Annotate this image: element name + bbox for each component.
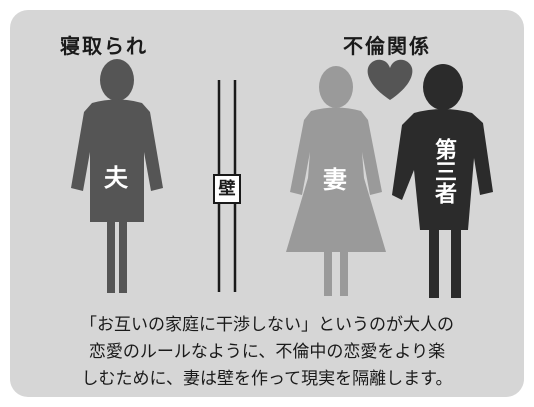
caption: 「お互いの家庭に干渉しない」というのが大人の 恋愛のルールなように、不倫中の恋愛… [0,312,534,393]
husband-label: 夫 [104,164,128,192]
heading-affair: 不倫関係 [343,34,431,58]
caption-line-1: 「お互いの家庭に干渉しない」というのが大人の [80,315,454,335]
wall-label: 壁 [213,174,241,204]
caption-line-2: 恋愛のルールなように、不倫中の恋愛をより楽 [88,342,446,362]
heart-icon [367,59,413,100]
third-party-figure [392,64,493,298]
heading-cuckold: 寝取られ [60,34,148,58]
third-party-label: 第三者 [431,138,456,204]
wife-label: 妻 [323,166,347,194]
caption-line-3: しむために、妻は壁を作って現実を隔離します。 [81,369,453,389]
husband-figure [71,59,163,293]
wife-figure [286,66,386,296]
